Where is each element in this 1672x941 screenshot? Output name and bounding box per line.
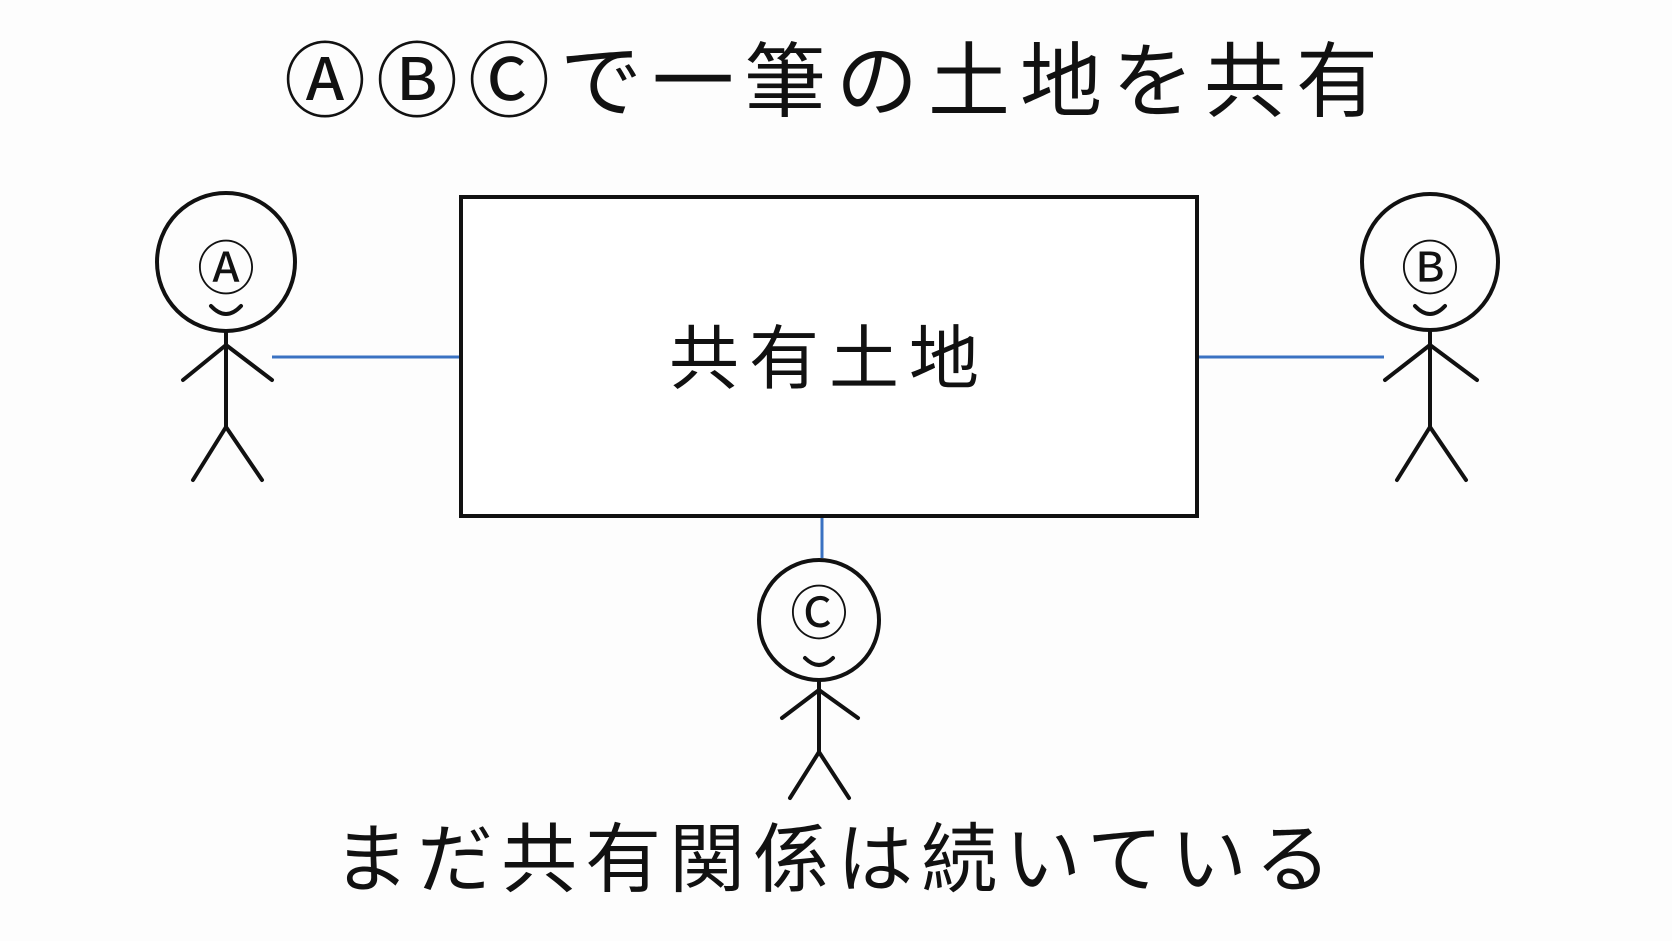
person-b-leg-right — [1428, 425, 1468, 482]
person-c-arm-left — [780, 688, 821, 720]
person-c-leg-right — [817, 750, 851, 800]
diagram-title: ⒶⒷⒸで一筆の土地を共有 — [283, 35, 1388, 130]
person-b-leg-left — [1395, 425, 1432, 482]
person-a: Ⓐ — [155, 191, 297, 482]
person-c-letter: Ⓒ — [790, 580, 848, 648]
person-b-smile — [1413, 304, 1447, 316]
person-a-arm-right — [224, 343, 274, 382]
person-b: Ⓑ — [1360, 192, 1500, 482]
land-plot-rectangle — [459, 195, 1199, 518]
person-a-smile — [209, 304, 243, 316]
land-plot-label: 共有土地 — [669, 318, 989, 400]
person-c-leg-left — [788, 750, 821, 800]
person-a-leg-right — [224, 425, 264, 482]
person-b-arm-left — [1383, 343, 1432, 382]
person-a-leg-left — [191, 425, 228, 482]
person-a-letter: Ⓐ — [197, 235, 255, 303]
shared-land-plot: 共有土地 — [459, 195, 1199, 518]
person-c-arm-right — [817, 688, 860, 720]
person-b-letter: Ⓑ — [1401, 235, 1459, 303]
person-a-arm-left — [181, 343, 228, 382]
person-c: Ⓒ — [757, 558, 881, 800]
person-c-smile — [803, 656, 835, 667]
diagram-caption: まだ共有関係は続いている — [333, 815, 1339, 904]
person-b-arm-right — [1428, 343, 1479, 382]
